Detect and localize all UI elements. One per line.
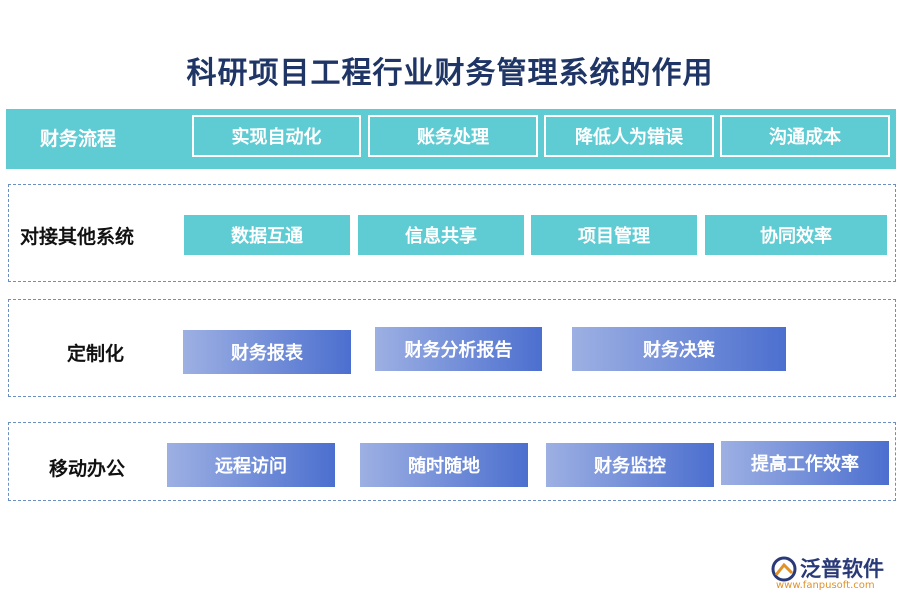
customization-label: 定制化: [67, 343, 125, 365]
finance-flow-row: 财务流程 实现自动化 账务处理 降低人为错误 沟通成本: [6, 109, 896, 169]
integration-label: 对接其他系统: [20, 226, 135, 248]
integration-item: 协同效率: [705, 215, 887, 255]
finance-flow-item: 沟通成本: [720, 115, 890, 157]
integration-item: 项目管理: [531, 215, 697, 255]
page-title: 科研项目工程行业财务管理系统的作用: [186, 56, 714, 91]
fanpu-logo-icon: [771, 556, 797, 582]
integration-item: 信息共享: [358, 215, 524, 255]
finance-flow-item: 降低人为错误: [544, 115, 714, 157]
mobile-item: 随时随地: [360, 443, 528, 487]
customization-item: 财务分析报告: [375, 327, 542, 371]
logo-name: 泛普软件: [800, 557, 884, 581]
integration-section: 对接其他系统 数据互通 信息共享 项目管理 协同效率: [8, 184, 896, 282]
mobile-item: 远程访问: [167, 443, 335, 487]
customization-item: 财务报表: [183, 330, 351, 374]
finance-flow-item: 实现自动化: [192, 115, 361, 157]
mobile-item: 财务监控: [546, 443, 714, 487]
integration-item: 数据互通: [184, 215, 350, 255]
customization-item: 财务决策: [572, 327, 786, 371]
logo-url: www.fanpusoft.com: [776, 580, 875, 591]
finance-flow-label: 财务流程: [40, 128, 117, 150]
finance-flow-item: 账务处理: [368, 115, 538, 157]
customization-section: 定制化 财务报表 财务分析报告 财务决策: [8, 299, 896, 397]
mobile-label: 移动办公: [49, 458, 126, 480]
brand-logo: 泛普软件 www.fanpusoft.com: [770, 553, 892, 593]
mobile-section: 移动办公 远程访问 随时随地 财务监控 提高工作效率: [8, 422, 896, 501]
mobile-item: 提高工作效率: [721, 441, 889, 485]
